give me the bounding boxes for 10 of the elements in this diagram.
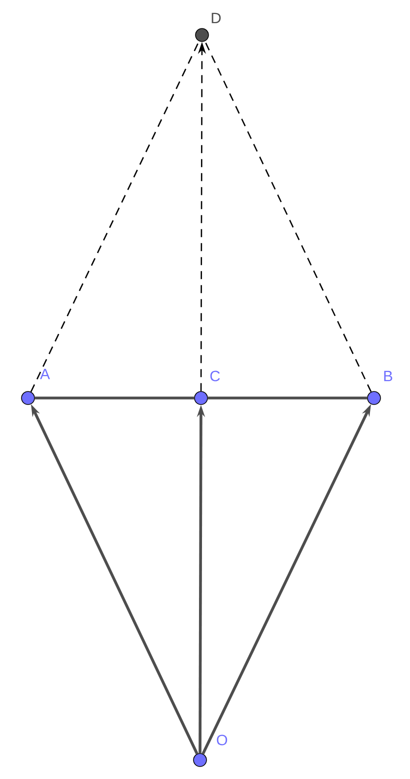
point — [367, 391, 381, 405]
point-label: A — [40, 368, 50, 380]
point-label: O — [216, 734, 228, 746]
point-label: B — [384, 370, 392, 382]
point — [195, 28, 209, 42]
point — [193, 753, 207, 767]
point-label: C — [210, 370, 220, 382]
point — [194, 391, 208, 405]
point-label: D — [212, 12, 221, 24]
point — [21, 391, 35, 405]
